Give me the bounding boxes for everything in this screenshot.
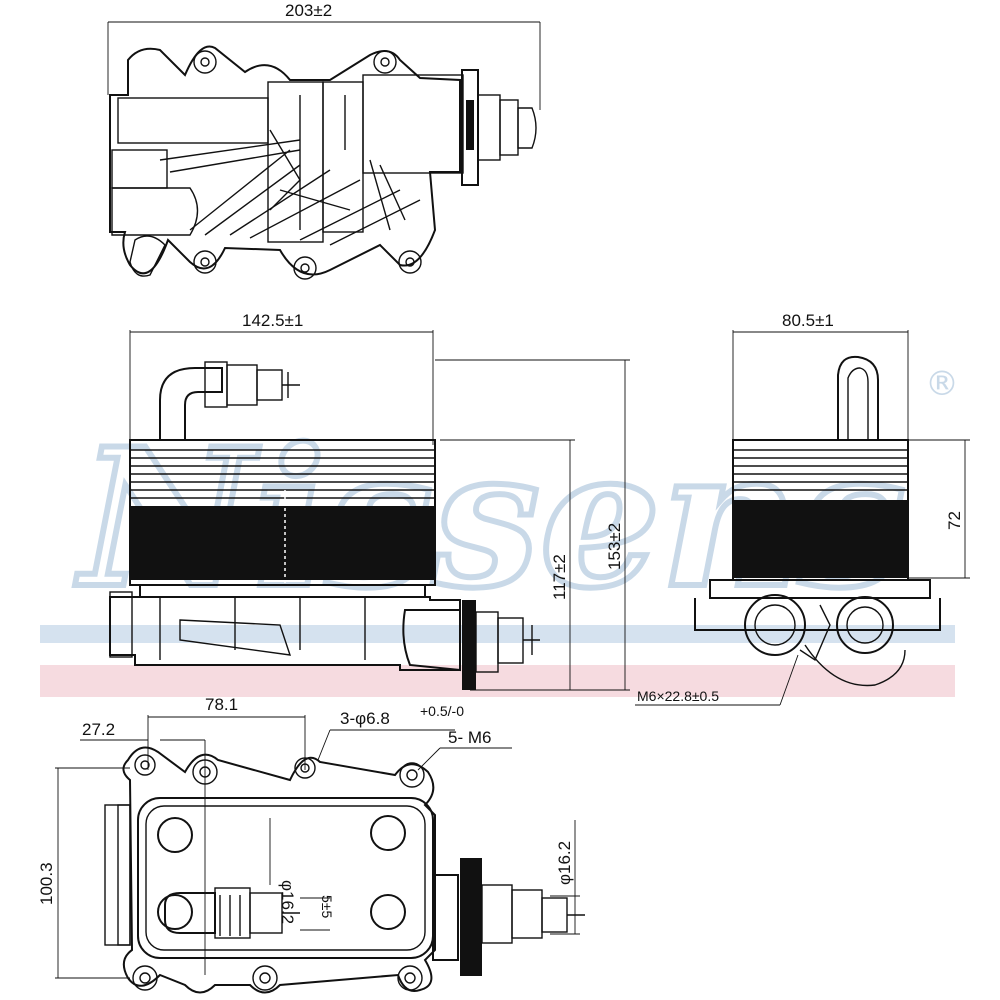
dim-mount-thread: M6×22.8±0.5: [637, 688, 719, 704]
dim-port-offset: 5±5: [319, 895, 335, 918]
dim-holes-spec: 3-φ6.8: [340, 709, 390, 728]
front-view: 142.5±1: [109, 311, 630, 691]
top-view: 203±2: [107, 1, 541, 280]
side-view: 80.5±1 72 M6×22.8±0.5: [635, 311, 970, 706]
front-core-fins: [130, 449, 435, 580]
watermark-registered-mark: ®: [925, 364, 959, 404]
dim-port-diameter-inner: φ16.2: [278, 880, 297, 924]
dim-front-width: 142.5±1: [242, 311, 303, 330]
dim-top-view-length: 203±2: [285, 1, 332, 20]
dim-port-diameter-outer: φ16.2: [555, 841, 574, 885]
dim-front-total-height: 153±2: [605, 523, 624, 570]
bottom-view: 78.1 27.2 3-φ6.8 +0.5/-0 5- M6: [37, 695, 585, 994]
dim-base-edge-offset: 27.2: [82, 720, 115, 739]
dim-base-hole-spacing: 78.1: [205, 695, 238, 714]
dim-front-core-height: 117±2: [550, 554, 569, 600]
dim-threads-spec: 5- M6: [448, 728, 491, 747]
dim-side-width: 80.5±1: [782, 311, 834, 330]
dim-side-core-height: 72: [945, 511, 964, 530]
dim-base-height: 100.3: [37, 862, 56, 905]
dim-holes-tolerance: +0.5/-0: [420, 703, 464, 719]
